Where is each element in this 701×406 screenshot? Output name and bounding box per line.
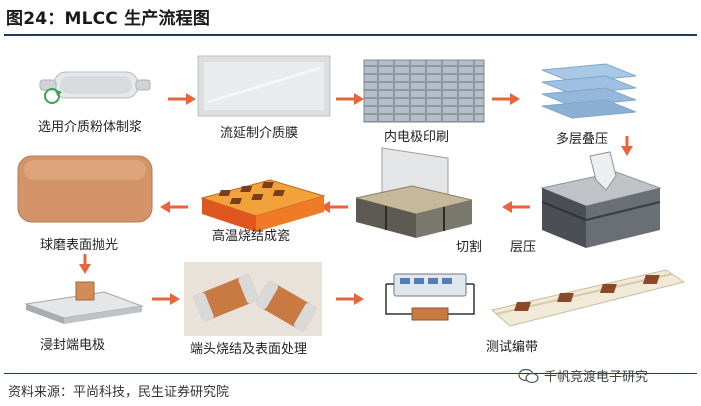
watermark-text: 千帆竞渡电子研究	[544, 370, 649, 385]
test-equipment-image	[385, 273, 475, 321]
step-label-dipping: 浸封端电极	[40, 338, 106, 353]
stacking-image	[541, 63, 637, 119]
arrow-right-icon	[152, 293, 180, 305]
cast-film-image	[197, 55, 331, 117]
electrode-print-image	[363, 59, 485, 123]
arrow-left-icon	[502, 201, 530, 213]
step-label-slurry: 选用介质粉体制浆	[38, 120, 143, 135]
step-label-casting: 流延制介质膜	[220, 126, 299, 141]
step-label-sintering: 高温烧结成瓷	[212, 229, 291, 244]
arrow-right-icon	[336, 293, 364, 305]
tape-reel-image	[490, 269, 686, 327]
step-label-cutting: 切割	[456, 240, 483, 255]
arrow-right-icon	[168, 93, 196, 105]
cutting-image	[355, 147, 473, 238]
slurry-syringe-image	[39, 71, 151, 104]
step-label-polishing: 球磨表面抛光	[40, 238, 119, 253]
figure-title: 图24：MLCC 生产流程图	[6, 9, 211, 29]
title-rule	[4, 34, 697, 36]
lamination-press-image	[540, 151, 662, 248]
polished-chip-image	[17, 155, 153, 223]
step-label-printing: 内电极印刷	[384, 130, 450, 145]
footer-rule	[4, 373, 697, 374]
wechat-icon	[518, 368, 539, 383]
arrow-down-icon	[621, 136, 633, 156]
finished-chips-image	[184, 262, 322, 336]
arrow-left-icon	[320, 201, 348, 213]
arrow-down-icon	[79, 254, 91, 274]
step-label-lamination: 层压	[510, 240, 537, 255]
step-label-stacking: 多层叠压	[556, 132, 609, 147]
arrow-right-icon	[336, 93, 364, 105]
sintering-image	[200, 179, 326, 232]
arrow-left-icon	[160, 201, 188, 213]
terminal-dip-image	[24, 281, 144, 324]
watermark: 千帆竞渡电子研究	[518, 366, 648, 385]
step-label-taping: 测试编带	[486, 340, 539, 355]
arrow-right-icon	[492, 93, 520, 105]
source-note: 资料来源：平尚科技，民生证券研究院	[8, 385, 230, 400]
step-label-termination-sintering: 端头烧结及表面处理	[190, 342, 308, 357]
